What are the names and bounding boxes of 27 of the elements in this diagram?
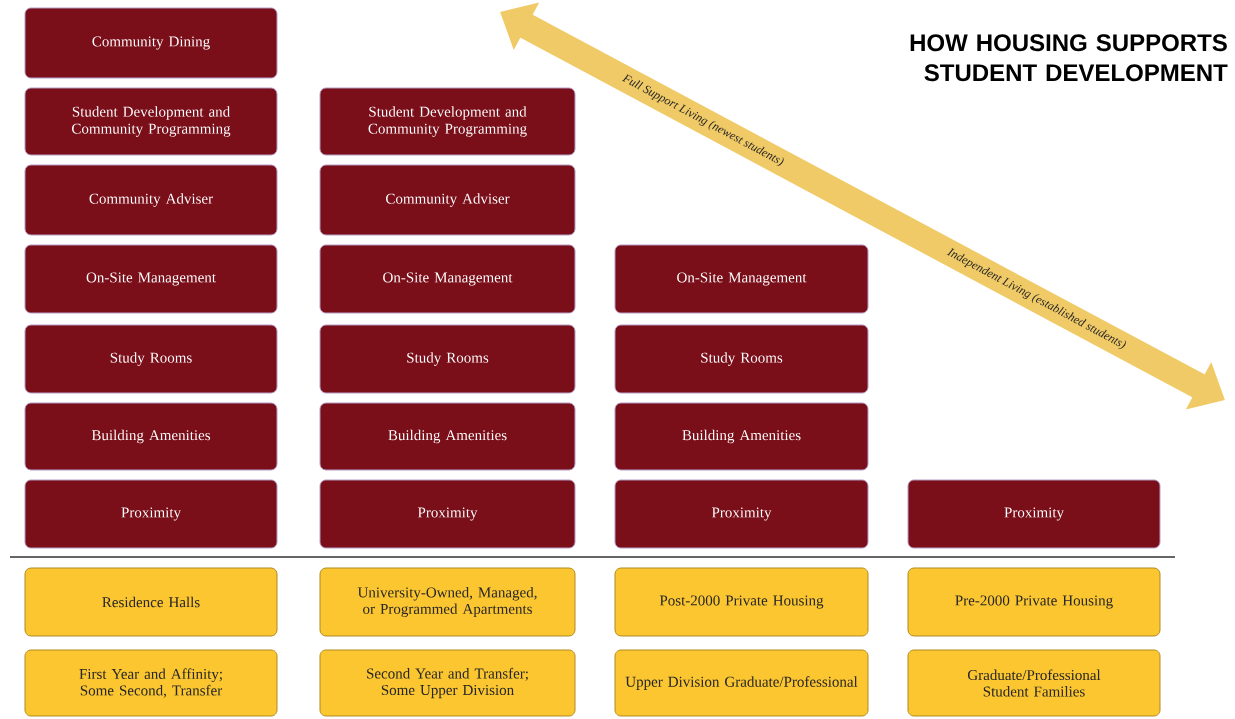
housing-box: Graduate/Professional Student Families [907,649,1161,717]
support-box: On-Site Management [319,244,576,314]
support-box: Proximity [24,479,278,549]
housing-box: First Year and Affinity; Some Second, Transfer [24,649,278,717]
housing-box: Post-2000 Private Housing [614,567,869,637]
housing-box: Upper Division Graduate/Professional [614,649,869,717]
housing-box: Pre-2000 Private Housing [907,567,1161,637]
support-box: Proximity [907,479,1161,549]
support-box: On-Site Management [24,244,278,314]
support-box: Proximity [614,479,869,549]
support-box: Proximity [319,479,576,549]
support-box: Building Amenities [614,402,869,471]
support-box: Student Development and Community Programming [24,87,278,156]
support-box: Community Dining [24,7,278,79]
support-box: Student Development and Community Programming [319,87,576,156]
title: HOW HOUSING SUPPORTS STUDENT DEVELOPMENT [910,34,1228,82]
support-box: On-Site Management [614,244,869,314]
housing-box: Second Year and Transfer; Some Upper Division [319,649,576,717]
support-box: Community Adviser [319,164,576,236]
support-box: Building Amenities [24,402,278,471]
support-box: Study Rooms [24,324,278,394]
support-box: Community Adviser [24,164,278,236]
housing-box: Residence Halls [24,567,278,637]
support-box: Study Rooms [319,324,576,394]
support-box: Study Rooms [614,324,869,394]
support-box: Building Amenities [319,402,576,471]
housing-box: University-Owned, Managed, or Programmed Apartments [319,567,576,637]
